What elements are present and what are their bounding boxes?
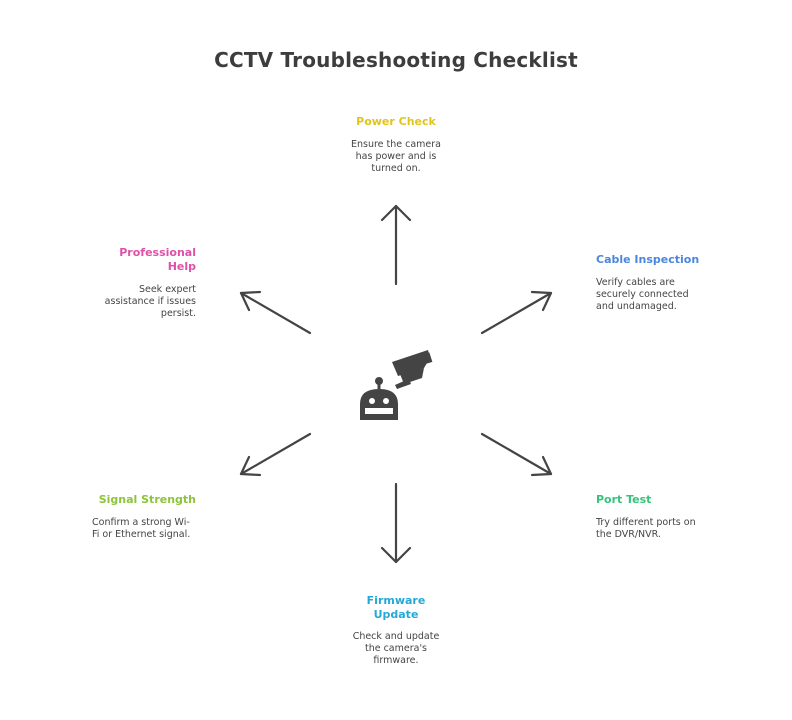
arrow-up [380,204,412,286]
node-description: Confirm a strong Wi-Fi or Ethernet signa… [92,517,191,540]
node-heading: Signal Strength [98,493,196,506]
arrow-down [380,482,412,564]
arrow-down-right [480,432,553,477]
robot-icon [360,377,398,420]
node-power-check: Power Check Ensure the camera has power … [336,115,456,175]
node-description: Seek expert assistance if issues persist… [104,284,196,319]
node-firmware-update: Firmware Update Check and update the cam… [346,594,446,667]
node-description: Verify cables are securely connected and… [596,277,689,312]
robot-security-camera-icon [360,350,433,420]
node-cable-inspection: Cable Inspection Verify cables are secur… [596,253,706,313]
node-description: Try different ports on the DVR/NVR. [596,517,696,540]
node-professional-help: Professional Help Seek expert assistance… [96,246,196,320]
node-port-test: Port Test Try different ports on the DVR… [596,493,706,541]
node-signal-strength: Signal Strength Confirm a strong Wi-Fi o… [86,493,196,541]
node-heading: Cable Inspection [596,253,700,266]
node-heading: Firmware Update [366,594,426,621]
node-heading: Power Check [356,115,436,128]
security-camera-icon [392,350,433,389]
node-heading: Port Test [596,493,652,506]
diagram-title: CCTV Troubleshooting Checklist [214,48,578,72]
node-heading: Professional Help [119,246,196,273]
arrow-up-right [480,290,553,335]
arrow-up-left [239,290,312,335]
node-description: Ensure the camera has power and is turne… [350,139,442,174]
node-description: Check and update the camera's firmware. [352,631,440,666]
arrow-down-left [239,432,312,477]
